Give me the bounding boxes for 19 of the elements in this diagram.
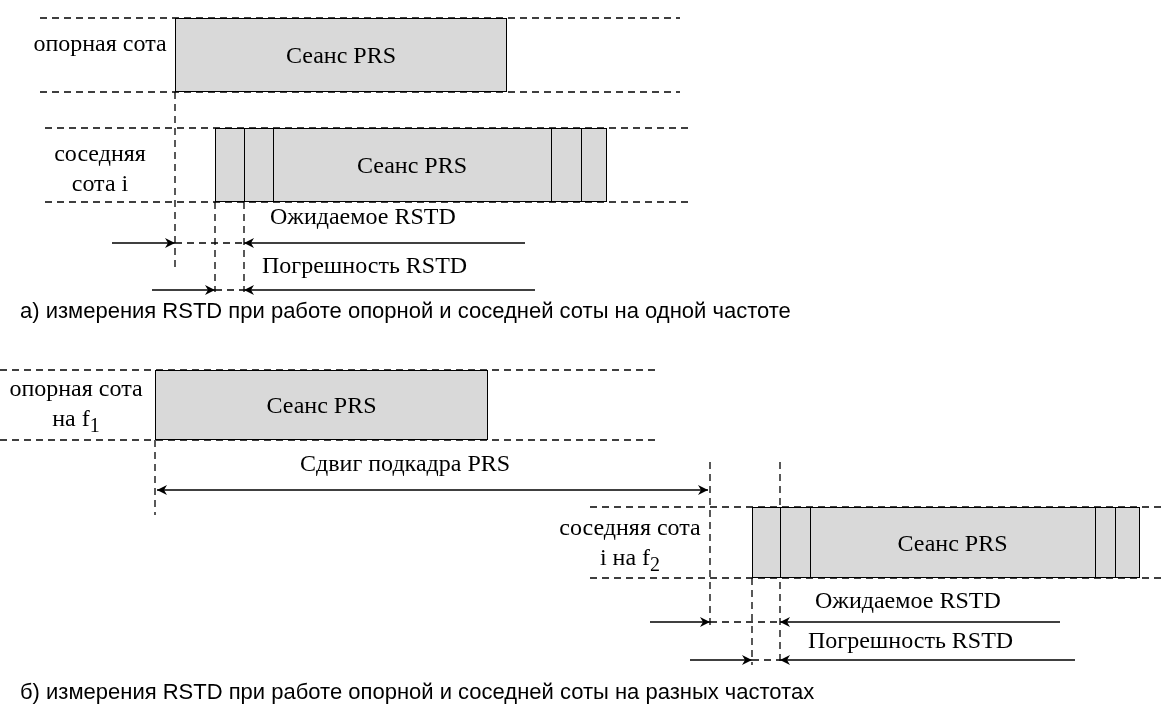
row-label: соседняя сота i — [53, 139, 147, 198]
session-label: Сеанс PRS — [284, 41, 398, 69]
session-bar — [215, 128, 607, 202]
dimension-label: Сдвиг подкадра PRS — [300, 449, 511, 478]
row-label: опорная сота — [32, 29, 168, 58]
session-bar — [155, 370, 488, 440]
session-bar — [752, 507, 1140, 578]
figure-caption: а) измерения RSTD при работе опорной и соседней соты на одной частоте — [20, 297, 791, 325]
figure-caption: б) измерения RSTD при работе опорной и соседней соты на разных частотах — [20, 678, 815, 706]
session-label: Сеанс PRS — [896, 529, 1009, 556]
row-label: опорная сота на f$_{1}$ — [8, 374, 144, 438]
dimension-label: Ожидаемое RSTD — [815, 586, 1001, 615]
dimension-label: Ожидаемое RSTD — [270, 202, 456, 231]
session-label: Сеанс PRS — [355, 151, 469, 179]
dimension-label: Погрешность RSTD — [262, 251, 468, 280]
row-label: соседняя сота i на f$_{2}$ — [558, 513, 702, 577]
dimension-label: Погрешность RSTD — [808, 626, 1014, 655]
session-label: Сеанс PRS — [265, 391, 378, 419]
session-bar — [175, 18, 507, 92]
